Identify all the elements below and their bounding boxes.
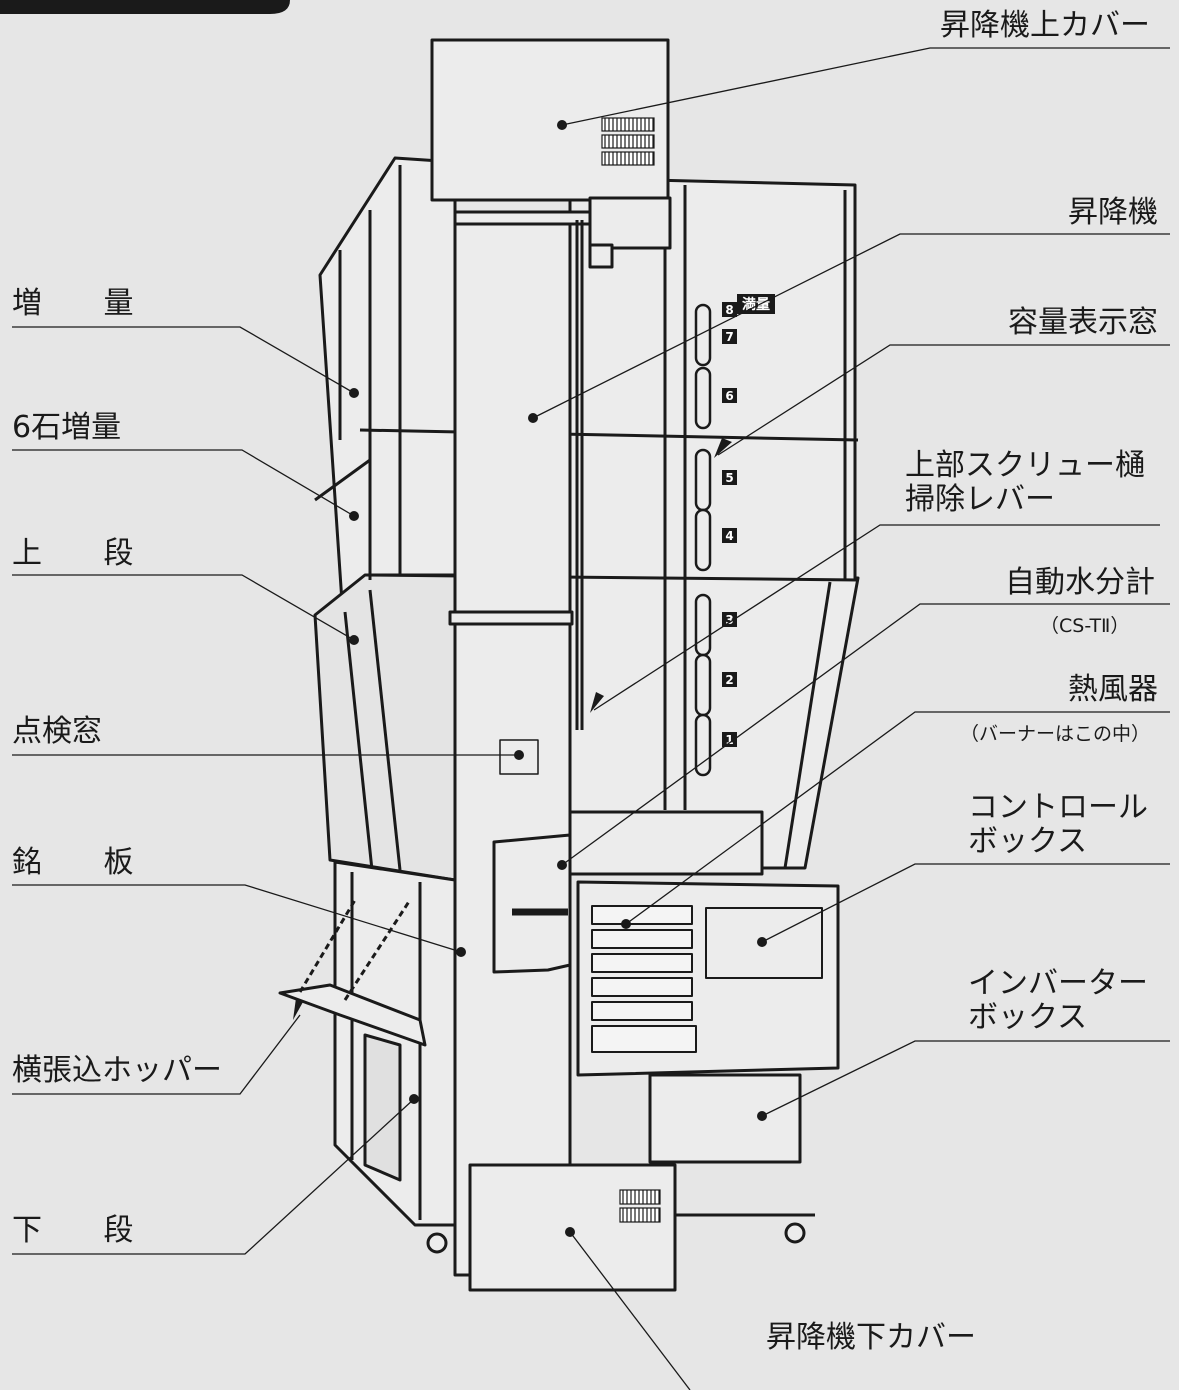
capacity-badge-box	[722, 388, 737, 403]
leader-lower-elevator-cover	[569, 1231, 691, 1390]
leader-dot	[349, 635, 359, 645]
leader-dot	[409, 1094, 419, 1104]
lower-cover-grille	[619, 1189, 661, 1223]
leader-capacity-window	[717, 344, 1170, 456]
label-lower-tier: 下 段	[12, 1213, 160, 1248]
label-extension: 増 量	[12, 286, 160, 321]
capacity-level-3: 3	[725, 613, 733, 627]
leader-dot	[514, 750, 524, 760]
side-hopper	[278, 983, 427, 1047]
capacity-badge-box	[722, 302, 737, 317]
frame-line	[368, 589, 402, 871]
capacity-level-badges: 1 2 3 4 5 6 7 8 満量	[722, 294, 775, 747]
capacity-badge-box	[722, 470, 737, 485]
lower-door	[363, 1033, 402, 1182]
caster	[426, 1232, 448, 1254]
leader-lower-tier	[12, 1098, 415, 1255]
elevator-band	[448, 610, 574, 626]
upper-cover-top	[430, 38, 670, 202]
label-upper-elevator-cover: 昇降機上カバー	[940, 8, 1150, 43]
leader-control-box	[761, 863, 1170, 943]
leader-dot	[349, 388, 359, 398]
arrow-head	[714, 438, 732, 458]
capacity-badge-box	[722, 528, 737, 543]
label-inverter-box-line2: ボックス	[968, 1000, 1088, 1035]
leader-elevator	[532, 233, 1170, 419]
leader-dot	[621, 919, 631, 929]
capacity-level-8: 8	[725, 303, 733, 317]
capacity-badge-box	[722, 672, 737, 687]
arrow-head	[590, 692, 604, 713]
heater-top-box	[568, 810, 764, 876]
leader-dot	[528, 413, 538, 423]
leader-dot	[456, 947, 466, 957]
label-moisture-meter: 自動水分計	[1005, 565, 1155, 600]
frame-line	[364, 573, 859, 582]
capacity-level-5: 5	[725, 471, 733, 485]
frame-line	[359, 428, 859, 442]
label-control-box-line1: コントロール	[968, 790, 1148, 825]
label-six-koku-extension: 6石増量	[12, 410, 122, 445]
capacity-level-6: 6	[725, 389, 733, 403]
leader-side-hopper	[12, 1014, 301, 1095]
upper-cover-grille	[601, 117, 655, 166]
frame-line	[314, 458, 371, 502]
inverter-box	[648, 1073, 802, 1164]
leader-moisture-meter	[561, 603, 1170, 866]
hopper-chain	[298, 899, 412, 1001]
leader-dot	[557, 120, 567, 130]
leader-dot	[349, 511, 359, 521]
capacity-level-7: 7	[725, 330, 733, 344]
capacity-full-label: 満量	[742, 296, 770, 313]
capacity-slots	[694, 303, 712, 777]
capacity-level-4: 4	[725, 529, 733, 543]
label-nameplate: 銘 板	[12, 845, 160, 880]
label-inspection-window: 点検窓	[12, 714, 102, 749]
frame-line	[343, 611, 374, 871]
label-elevator: 昇降機	[1068, 195, 1158, 230]
leader-extension	[12, 326, 355, 394]
leader-heater	[625, 711, 1170, 925]
corner-tab	[0, 0, 290, 14]
label-lower-elevator-cover: 昇降機下カバー	[766, 1320, 976, 1355]
label-heater-note: （バーナーはこの中）	[960, 723, 1151, 745]
frame-line	[783, 581, 832, 869]
label-capacity-window: 容量表示窓	[1008, 305, 1158, 340]
arrow-head	[293, 998, 303, 1020]
leader-dot	[565, 1227, 575, 1237]
leader-dot	[557, 860, 567, 870]
capacity-level-1: 1	[725, 733, 733, 747]
heater-vents	[591, 905, 697, 1053]
leader-inverter-box	[761, 1040, 1170, 1117]
capacity-level-2: 2	[725, 673, 733, 687]
label-inverter-box-line1: インバーター	[968, 966, 1148, 1001]
leader-dot	[757, 937, 767, 947]
label-screw-lever-line1: 上部スクリュー樋	[905, 448, 1145, 483]
capacity-full-box	[737, 294, 775, 314]
leader-upper-tier	[12, 574, 355, 641]
leader-upper-elevator-cover	[561, 47, 1170, 126]
leader-screw-lever	[593, 524, 1160, 711]
upper-cover-side	[588, 196, 672, 250]
label-upper-tier: 上 段	[12, 536, 160, 571]
capacity-badge-box	[722, 329, 737, 344]
caster	[784, 1222, 806, 1244]
capacity-badge-box	[722, 612, 737, 627]
label-control-box-line2: ボックス	[968, 824, 1088, 859]
moisture-meter-body	[492, 833, 572, 974]
leader-six-koku	[12, 449, 355, 517]
lower-cover	[468, 1163, 677, 1292]
label-moisture-meter-model: （CS-TⅡ）	[1040, 615, 1130, 637]
elevator-cap	[453, 210, 592, 226]
capacity-badge-box	[722, 732, 737, 747]
upper-cover-spout	[588, 243, 614, 269]
label-heater: 熱風器	[1068, 672, 1158, 707]
leader-dot	[757, 1111, 767, 1121]
label-side-hopper: 横張込ホッパー	[12, 1053, 222, 1088]
label-screw-lever-line2: 掃除レバー	[905, 482, 1055, 517]
body-right-panel	[568, 176, 860, 870]
leader-nameplate	[12, 884, 462, 953]
